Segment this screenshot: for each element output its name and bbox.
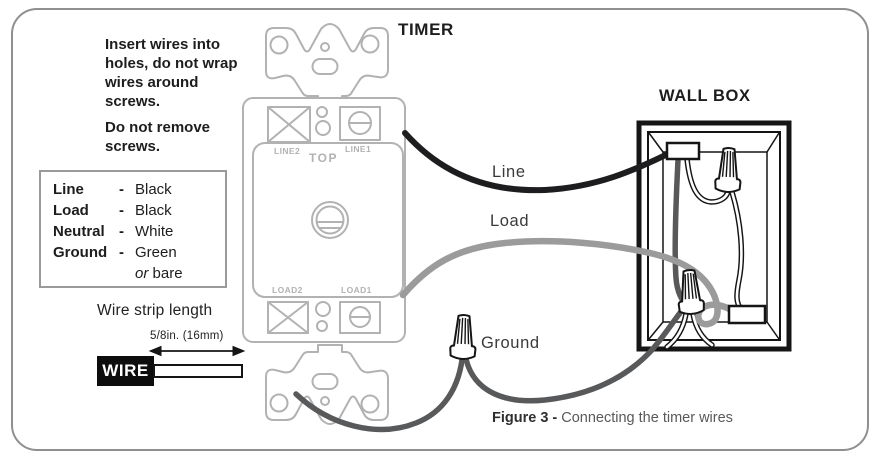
- wire-strip-length-label: Wire strip length: [97, 302, 213, 319]
- wire-chip: WIRE: [97, 356, 154, 386]
- wire-nut-neutral-icon: [714, 147, 742, 193]
- wire-nuts: [449, 147, 742, 360]
- terminal-label-line2: LINE2: [274, 146, 301, 156]
- strip-length-arrow-icon: [148, 345, 246, 357]
- legend-row-line: Line - Black: [53, 179, 215, 200]
- timer-bottom-terminals: [267, 301, 381, 334]
- timer-dial: [311, 201, 349, 239]
- figure-border: [11, 8, 869, 451]
- timer-label: TIMER: [398, 20, 454, 39]
- mount-slot-icon: [311, 58, 339, 75]
- clamp-bottom-right: [727, 304, 767, 325]
- terminal-label-load1: LOAD1: [341, 285, 372, 295]
- screw-hole-icon: [269, 35, 289, 55]
- legend-row-ground-extra: or bare: [53, 263, 215, 284]
- legend-row-load: Load - Black: [53, 200, 215, 221]
- legend-dash: -: [119, 223, 124, 240]
- terminal-label-line1: LINE1: [345, 144, 372, 154]
- cable-clamps: [665, 141, 767, 325]
- instructions-para1: Insert wires into holes, do not wrap wir…: [105, 36, 238, 110]
- neutral-wires: [664, 156, 745, 350]
- clamp-top-left: [665, 141, 701, 161]
- timer-face: [252, 142, 404, 298]
- small-hole-icon: [320, 42, 330, 52]
- timer-bottom-bracket: [265, 344, 389, 425]
- legend-term: Neutral: [53, 223, 105, 240]
- legend-term: Ground: [53, 244, 108, 261]
- timer-device-drawing: [242, 23, 406, 425]
- line-wire: [402, 130, 675, 194]
- legend-dash: -: [119, 181, 124, 198]
- wire-strip-measurement: 5/8in. (16mm): [150, 330, 224, 342]
- ground-wire-label: Ground: [481, 334, 540, 352]
- device-top-label: TOP: [309, 151, 338, 165]
- stripped-wire-end: [153, 364, 243, 378]
- legend-value: Green: [135, 244, 177, 261]
- load-wire-label: Load: [490, 212, 530, 230]
- legend-value-extra: or bare: [135, 263, 215, 284]
- terminal-label-load2: LOAD2: [272, 285, 303, 295]
- timer-top-bracket: [265, 23, 389, 104]
- legend-bare: bare: [148, 265, 183, 282]
- legend-term: Line: [53, 181, 84, 198]
- legend-row-ground: Ground - Green: [53, 242, 215, 263]
- figure-caption-number: Figure 3 -: [492, 410, 558, 426]
- wallbox-label: WALL BOX: [659, 87, 751, 105]
- wire-nut-inner-icon: [677, 268, 705, 315]
- wire-color-legend: Line - Black Load - Black Neutral - Whit…: [39, 170, 227, 288]
- legend-value: Black: [135, 181, 172, 198]
- legend-dash: -: [119, 244, 124, 261]
- instructions-text: Insert wires into holes, do not wrap wir…: [105, 35, 255, 156]
- legend-term: Load: [53, 202, 89, 219]
- figure-caption-text: Connecting the timer wires: [561, 410, 733, 426]
- legend-row-neutral: Neutral - White: [53, 221, 215, 242]
- legend-or: or: [135, 265, 149, 282]
- legend-dash: -: [119, 202, 124, 219]
- instructions-para2: Do not remove screws.: [105, 119, 211, 155]
- legend-value: White: [135, 223, 174, 240]
- figure-caption: Figure 3 -Connecting the timer wires: [492, 410, 733, 426]
- wire-nut-ground-icon: [449, 314, 477, 360]
- screw-hole-icon: [360, 34, 380, 54]
- line-wire-label: Line: [492, 163, 526, 181]
- legend-value: Black: [135, 202, 172, 219]
